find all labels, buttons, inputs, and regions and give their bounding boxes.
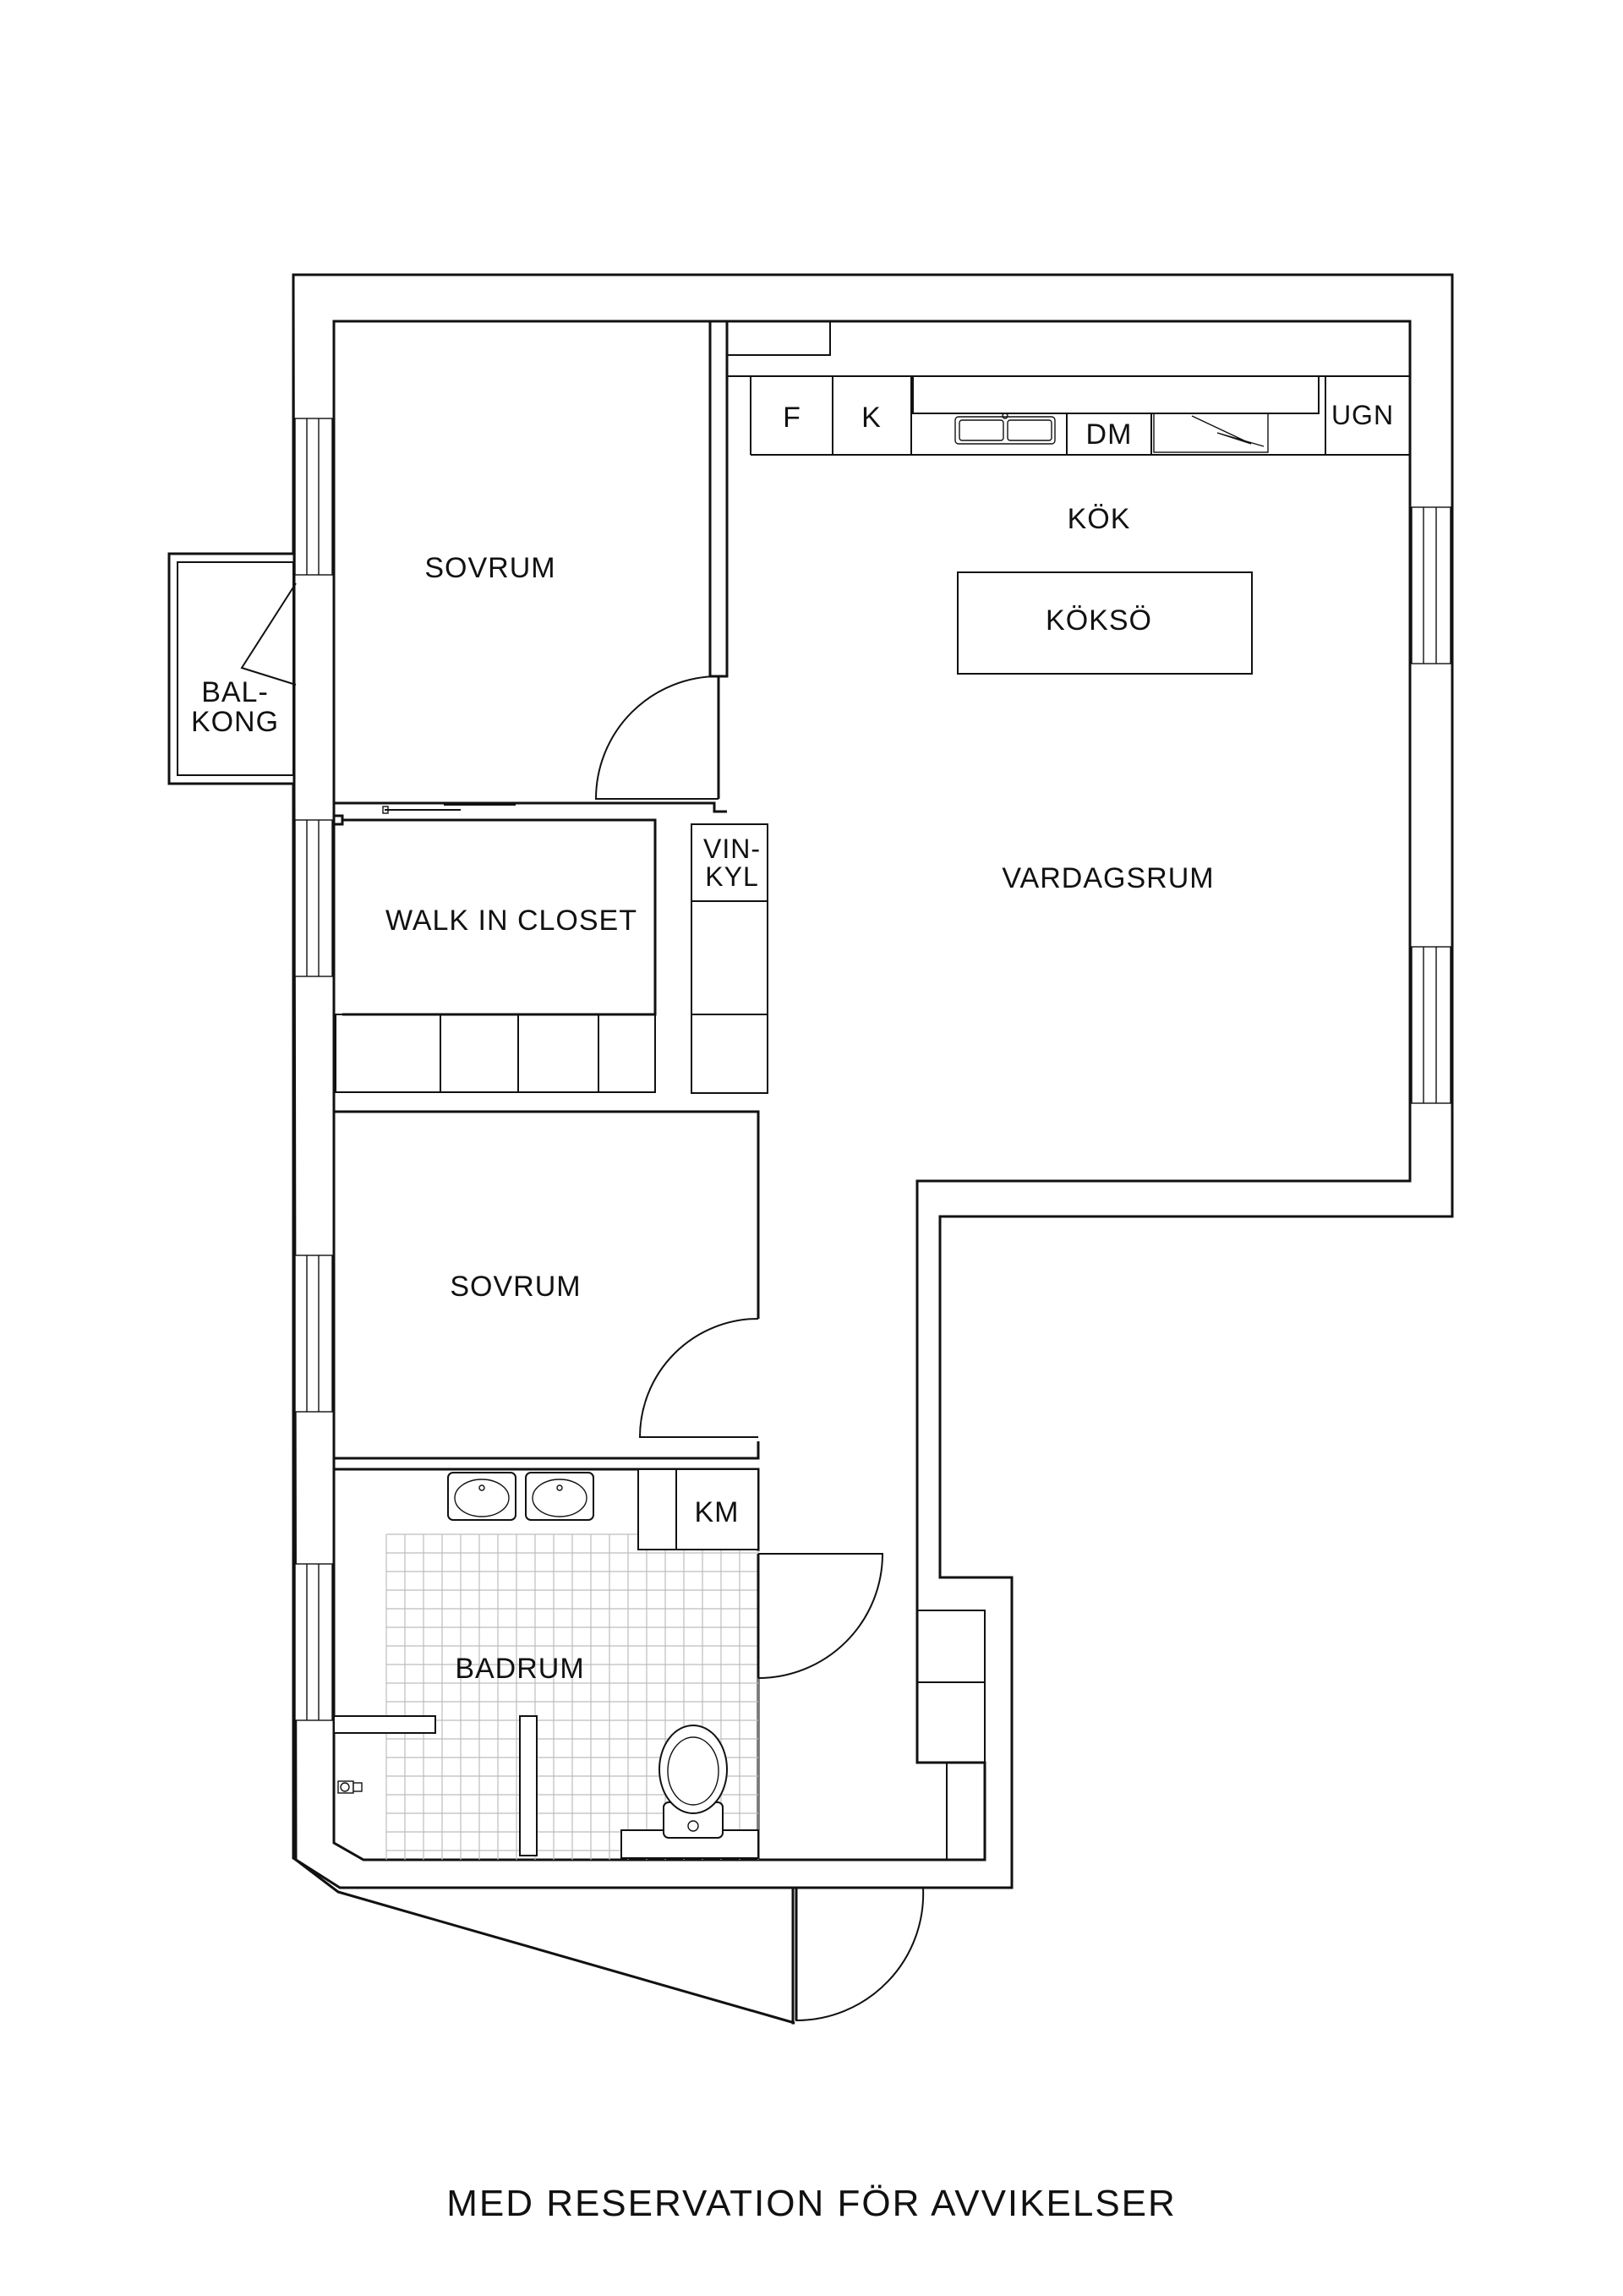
walk-in-closet: WALK IN CLOSET [332,804,657,1093]
wine-fridge: VIN- KYL [691,823,768,1094]
kitchen-label: KÖK [1068,503,1131,535]
kitchen: F K DM UGN KÖK KÖKSÖ [726,320,1410,675]
dishwasher-label: DM [1086,418,1133,451]
windows-left [294,418,333,1721]
walk-in-closet-label: WALK IN CLOSET [385,905,637,937]
bathroom-label: BADRUM [455,1653,584,1685]
bathroom: KM BADRUM [333,1468,884,1860]
windows-right [1411,506,1451,1104]
balcony-door-leaf [240,582,297,686]
wine-fridge-label-2: KYL [705,861,758,892]
balcony: BAL- KONG [167,552,297,785]
washing-machine-label: KM [695,1496,740,1528]
balcony-inner [177,561,294,776]
washbasin-left-icon [447,1472,516,1521]
cooktop-icon [1153,413,1269,453]
outer-wall [292,273,1454,1889]
kitchen-island-label: KÖKSÖ [1046,604,1152,637]
entrance-door [795,1887,925,2022]
bedroom-top: SOVRUM [334,320,729,813]
toilet-icon [620,1725,759,1859]
bathroom-door [757,1553,884,1679]
living-room-label: VARDAGSRUM [1002,862,1214,894]
bedroom-bottom-door [638,1318,759,1438]
bedroom-top-label: SOVRUM [424,552,555,584]
kitchen-island [957,571,1253,675]
balcony-outer [167,552,296,785]
fridge-label: F [783,402,801,434]
kitchen-sink-icon [954,413,1056,445]
balcony-label-1: BAL- [201,676,269,708]
entrance [795,1610,986,2022]
bedroom-bottom-label: SOVRUM [450,1271,581,1303]
disclaimer: MED RESERVATION FÖR AVVIKELSER [446,2183,1177,2224]
outer-wall-outline [292,273,1454,2025]
shower-faucet-icon [337,1780,363,1794]
wine-fridge-label-1: VIN- [703,834,761,864]
bedroom-top-door [594,675,719,800]
freezer-label: K [861,402,882,434]
balcony-label-2: KONG [191,706,279,738]
bedroom-bottom: SOVRUM [334,1110,760,1460]
oven-label: UGN [1331,400,1394,430]
washbasin-right-icon [525,1472,594,1521]
